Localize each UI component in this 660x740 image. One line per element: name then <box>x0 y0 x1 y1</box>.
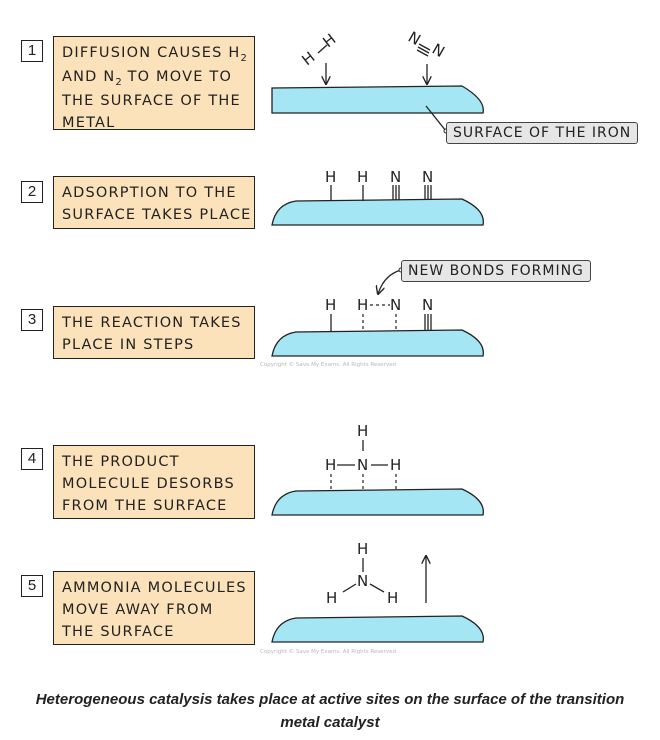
step-2-line-2: SURFACE TAKES PLACE <box>62 207 252 223</box>
catalysis-illustration: H H N N H H N N H <box>271 28 484 643</box>
h-atom: H <box>319 30 339 51</box>
step-5-line-1: AMMONIA MOLECULES <box>62 580 247 596</box>
n-atom: N <box>405 28 424 49</box>
caption-line-2: metal catalyst <box>280 714 380 731</box>
metal-surface-3 <box>271 329 484 357</box>
bonds-leader <box>378 269 402 294</box>
metal-surface-5 <box>271 615 484 643</box>
step-4-line-2: MOLECULE DESORBS <box>62 476 235 492</box>
step-1-box: DIFFUSION CAUSES H2 AND N2 TO MOVE TO TH… <box>53 36 255 131</box>
n-atom: N <box>422 296 433 314</box>
n-atom: N <box>390 168 401 186</box>
step-2-box: ADSORPTION TO THE SURFACE TAKES PLACE <box>53 176 255 229</box>
n-atom: N <box>422 168 433 186</box>
n-atom: N <box>357 456 368 474</box>
figure-caption: Heterogeneous catalysis takes place at a… <box>0 688 660 734</box>
step-3-atoms: H H N N <box>325 296 433 332</box>
n-atom: N <box>357 572 368 590</box>
h-atom: H <box>387 589 398 607</box>
step-5-line-3: THE SURFACE <box>62 624 175 640</box>
h-atom: H <box>325 456 336 474</box>
h-atom: H <box>390 456 401 474</box>
step-2-line-1: ADSORPTION TO THE <box>62 185 237 201</box>
step-1-line-3: THE SURFACE OF THE <box>62 93 241 109</box>
h-atom: H <box>357 540 368 558</box>
h-atom: H <box>298 48 318 69</box>
metal-surface-4 <box>271 488 484 516</box>
metal-surface-1 <box>271 85 484 114</box>
step-4-ammonia: H H N H <box>325 422 401 490</box>
h-atom: H <box>325 168 336 186</box>
n-atom: N <box>429 40 448 61</box>
h-atom: H <box>357 422 368 440</box>
step-3-line-2: PLACE IN STEPS <box>62 337 195 353</box>
h-atom: H <box>325 296 336 314</box>
h-atom: H <box>357 296 368 314</box>
surface-leader <box>425 105 447 132</box>
step-4-line-1: THE PRODUCT <box>62 454 180 470</box>
step-2-adsorbed-atoms: H H N N <box>325 168 433 201</box>
caption-line-1: Heterogeneous catalysis takes place at a… <box>35 691 625 708</box>
step-1-number: 1 <box>21 40 43 62</box>
n2-molecule: N N <box>405 28 448 61</box>
h-atom: H <box>326 589 337 607</box>
step-1-line-2: AND N2 TO MOVE TO <box>62 69 233 88</box>
copyright-notice-2: Copyright © Save My Exams. All Rights Re… <box>260 649 396 655</box>
step-1-line-1: DIFFUSION CAUSES H2 <box>62 45 247 64</box>
metal-surface-2 <box>271 198 484 226</box>
surface-of-iron-callout: SURFACE OF THE IRON <box>446 122 639 144</box>
step-3-box: THE REACTION TAKES PLACE IN STEPS <box>53 306 255 359</box>
step-5-ammonia: H N H H <box>326 540 398 607</box>
step-5-number: 5 <box>21 575 43 597</box>
step-3-number: 3 <box>21 309 43 331</box>
step-4-line-3: FROM THE SURFACE <box>62 498 228 514</box>
step-5-box: AMMONIA MOLECULES MOVE AWAY FROM THE SUR… <box>53 571 255 645</box>
step-5-line-2: MOVE AWAY FROM <box>62 602 214 618</box>
step-4-box: THE PRODUCT MOLECULE DESORBS FROM THE SU… <box>53 445 255 519</box>
copyright-notice-1: Copyright © Save My Exams. All Rights Re… <box>260 362 396 368</box>
step-4-number: 4 <box>21 448 43 470</box>
h-atom: H <box>357 168 368 186</box>
step-1-line-4: METAL <box>62 115 116 131</box>
step-3-line-1: THE REACTION TAKES <box>62 315 242 331</box>
step-2-number: 2 <box>21 181 43 203</box>
n-atom: N <box>390 296 401 314</box>
new-bonds-forming-callout: NEW BONDS FORMING <box>401 260 591 282</box>
h2-molecule: H H <box>298 30 339 69</box>
